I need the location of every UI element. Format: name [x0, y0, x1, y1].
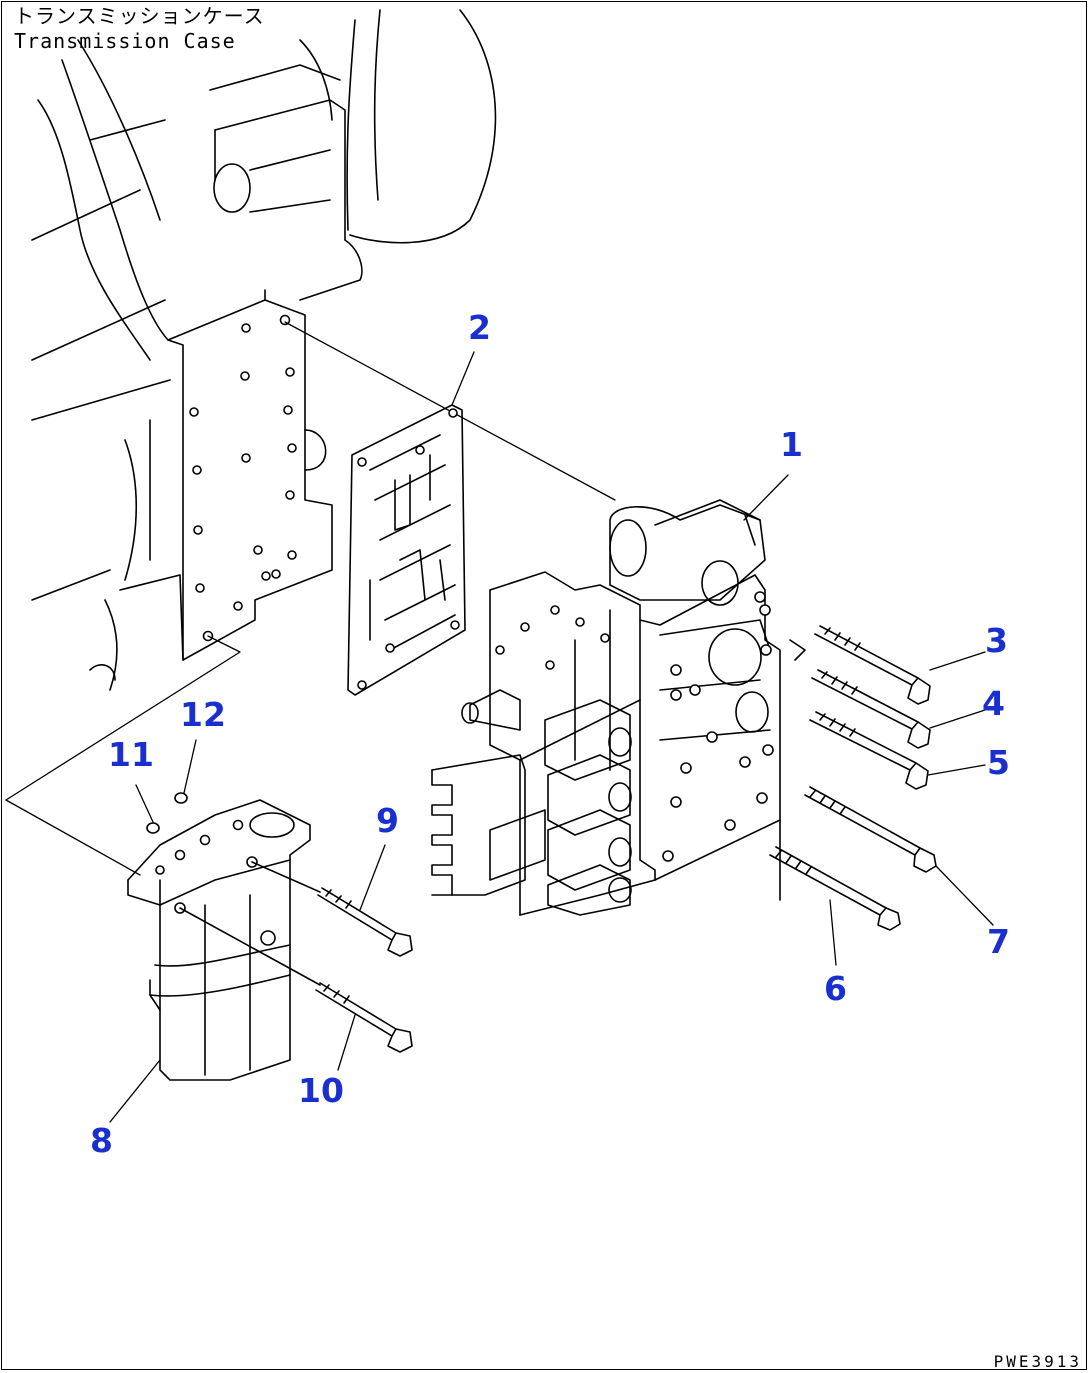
- gasket: [347, 404, 466, 696]
- control-valve: [431, 499, 806, 916]
- callout-6: 6: [824, 969, 847, 1008]
- connector-block: [431, 754, 546, 896]
- bolts-upper: [809, 625, 931, 790]
- bolts-lower: [769, 786, 937, 931]
- callout-3: 3: [985, 621, 1008, 660]
- transmission-case: [31, 9, 497, 691]
- solenoid-stack: [544, 699, 632, 916]
- case-label-en: Transmission Case: [14, 29, 236, 53]
- bolts-filter: [179, 861, 413, 1053]
- transmission-case-label: トランスミッションケース Transmission Case: [14, 4, 265, 54]
- o-rings: [146, 792, 188, 834]
- callout-11: 11: [108, 735, 154, 774]
- callout-2: 2: [468, 308, 491, 347]
- filter: [127, 799, 311, 1081]
- callout-4: 4: [982, 684, 1005, 723]
- callout-9: 9: [376, 801, 399, 840]
- drawing-code: PWE3913: [993, 1352, 1082, 1371]
- leader-lines: [109, 351, 994, 1123]
- callout-5: 5: [987, 743, 1010, 782]
- callout-1: 1: [780, 425, 803, 464]
- callout-10: 10: [298, 1071, 344, 1110]
- alignment-lines: [5, 321, 616, 876]
- callout-7: 7: [987, 922, 1010, 961]
- callout-12: 12: [180, 695, 226, 734]
- callout-8: 8: [90, 1121, 113, 1160]
- case-label-jp: トランスミッションケース: [14, 4, 265, 28]
